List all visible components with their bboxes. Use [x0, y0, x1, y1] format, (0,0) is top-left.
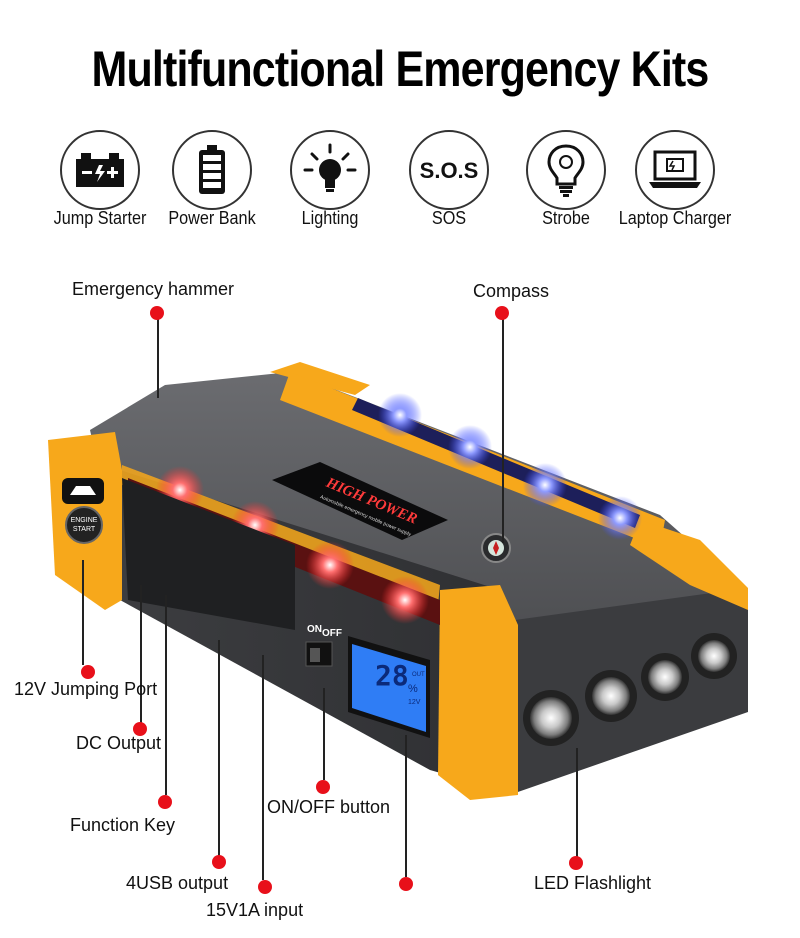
marker-dot: [316, 780, 330, 794]
engine-start-panel: ENGINE START: [62, 478, 104, 544]
callout-input: 15V1A input: [206, 900, 304, 920]
callout-onoff-button: ON/OFF button: [267, 797, 391, 817]
callout-emergency-hammer: Emergency hammer: [72, 279, 235, 299]
sos-icon: S.O.S: [409, 130, 489, 210]
svg-text:START: START: [73, 526, 96, 533]
svg-text:%: %: [408, 683, 418, 695]
callout-led-flashlight: LED Flashlight: [534, 873, 652, 893]
feature-label: Lighting: [301, 208, 359, 228]
callout-usb-output: 4USB output: [126, 873, 229, 893]
brand-panel: [272, 462, 448, 540]
callout-function-key: Function Key: [70, 815, 176, 835]
svg-text:OFF: OFF: [322, 628, 342, 639]
marker-dot: [158, 795, 172, 809]
feature-label: Strobe: [542, 208, 590, 228]
feature-lighting: Lighting: [270, 130, 390, 240]
svg-text:OUT: OUT: [412, 672, 425, 678]
marker-dot: [495, 306, 509, 320]
marker-dot: [212, 855, 226, 869]
marker-dot: [569, 856, 583, 870]
svg-text:12V: 12V: [408, 699, 421, 706]
feature-label: Power Bank: [168, 208, 256, 228]
feature-sos: S.O.S SOS: [389, 130, 509, 240]
marker-dot: [399, 877, 413, 891]
page-title: Multifunctional Emergency Kits: [91, 41, 710, 97]
feature-label: Laptop Charger: [618, 208, 732, 228]
power-bank-icon: [172, 130, 252, 210]
port-cover: [122, 478, 295, 630]
svg-text:S.O.S: S.O.S: [420, 158, 479, 183]
svg-text:ENGINE: ENGINE: [71, 517, 98, 524]
callout-compass: Compass: [473, 281, 550, 301]
lcd-screen: [352, 644, 426, 732]
light-bulb-icon: [290, 130, 370, 210]
strobe-bulb-icon: [526, 130, 606, 210]
marker-dot: [81, 665, 95, 679]
feature-laptop-charger: Laptop Charger: [615, 130, 735, 240]
led-flashlights: [523, 633, 737, 746]
svg-text:28: 28: [375, 659, 409, 692]
feature-label: SOS: [431, 208, 467, 228]
front-yellow-bumper: [438, 585, 518, 800]
feature-power-bank: Power Bank: [152, 130, 272, 240]
battery-icon: [60, 130, 140, 210]
callout-jumping-port: 12V Jumping Port: [14, 679, 158, 699]
marker-dot: [258, 880, 272, 894]
laptop-icon: [635, 130, 715, 210]
feature-label: Jump Starter: [53, 208, 147, 228]
callout-dc-output: DC Output: [76, 733, 162, 753]
blue-led-strip: [378, 393, 642, 540]
marker-dot: [133, 722, 147, 736]
marker-dot: [150, 306, 164, 320]
feature-strobe: Strobe: [506, 130, 626, 240]
feature-jump-starter: Jump Starter: [40, 130, 160, 240]
svg-text:ON: ON: [307, 624, 322, 635]
